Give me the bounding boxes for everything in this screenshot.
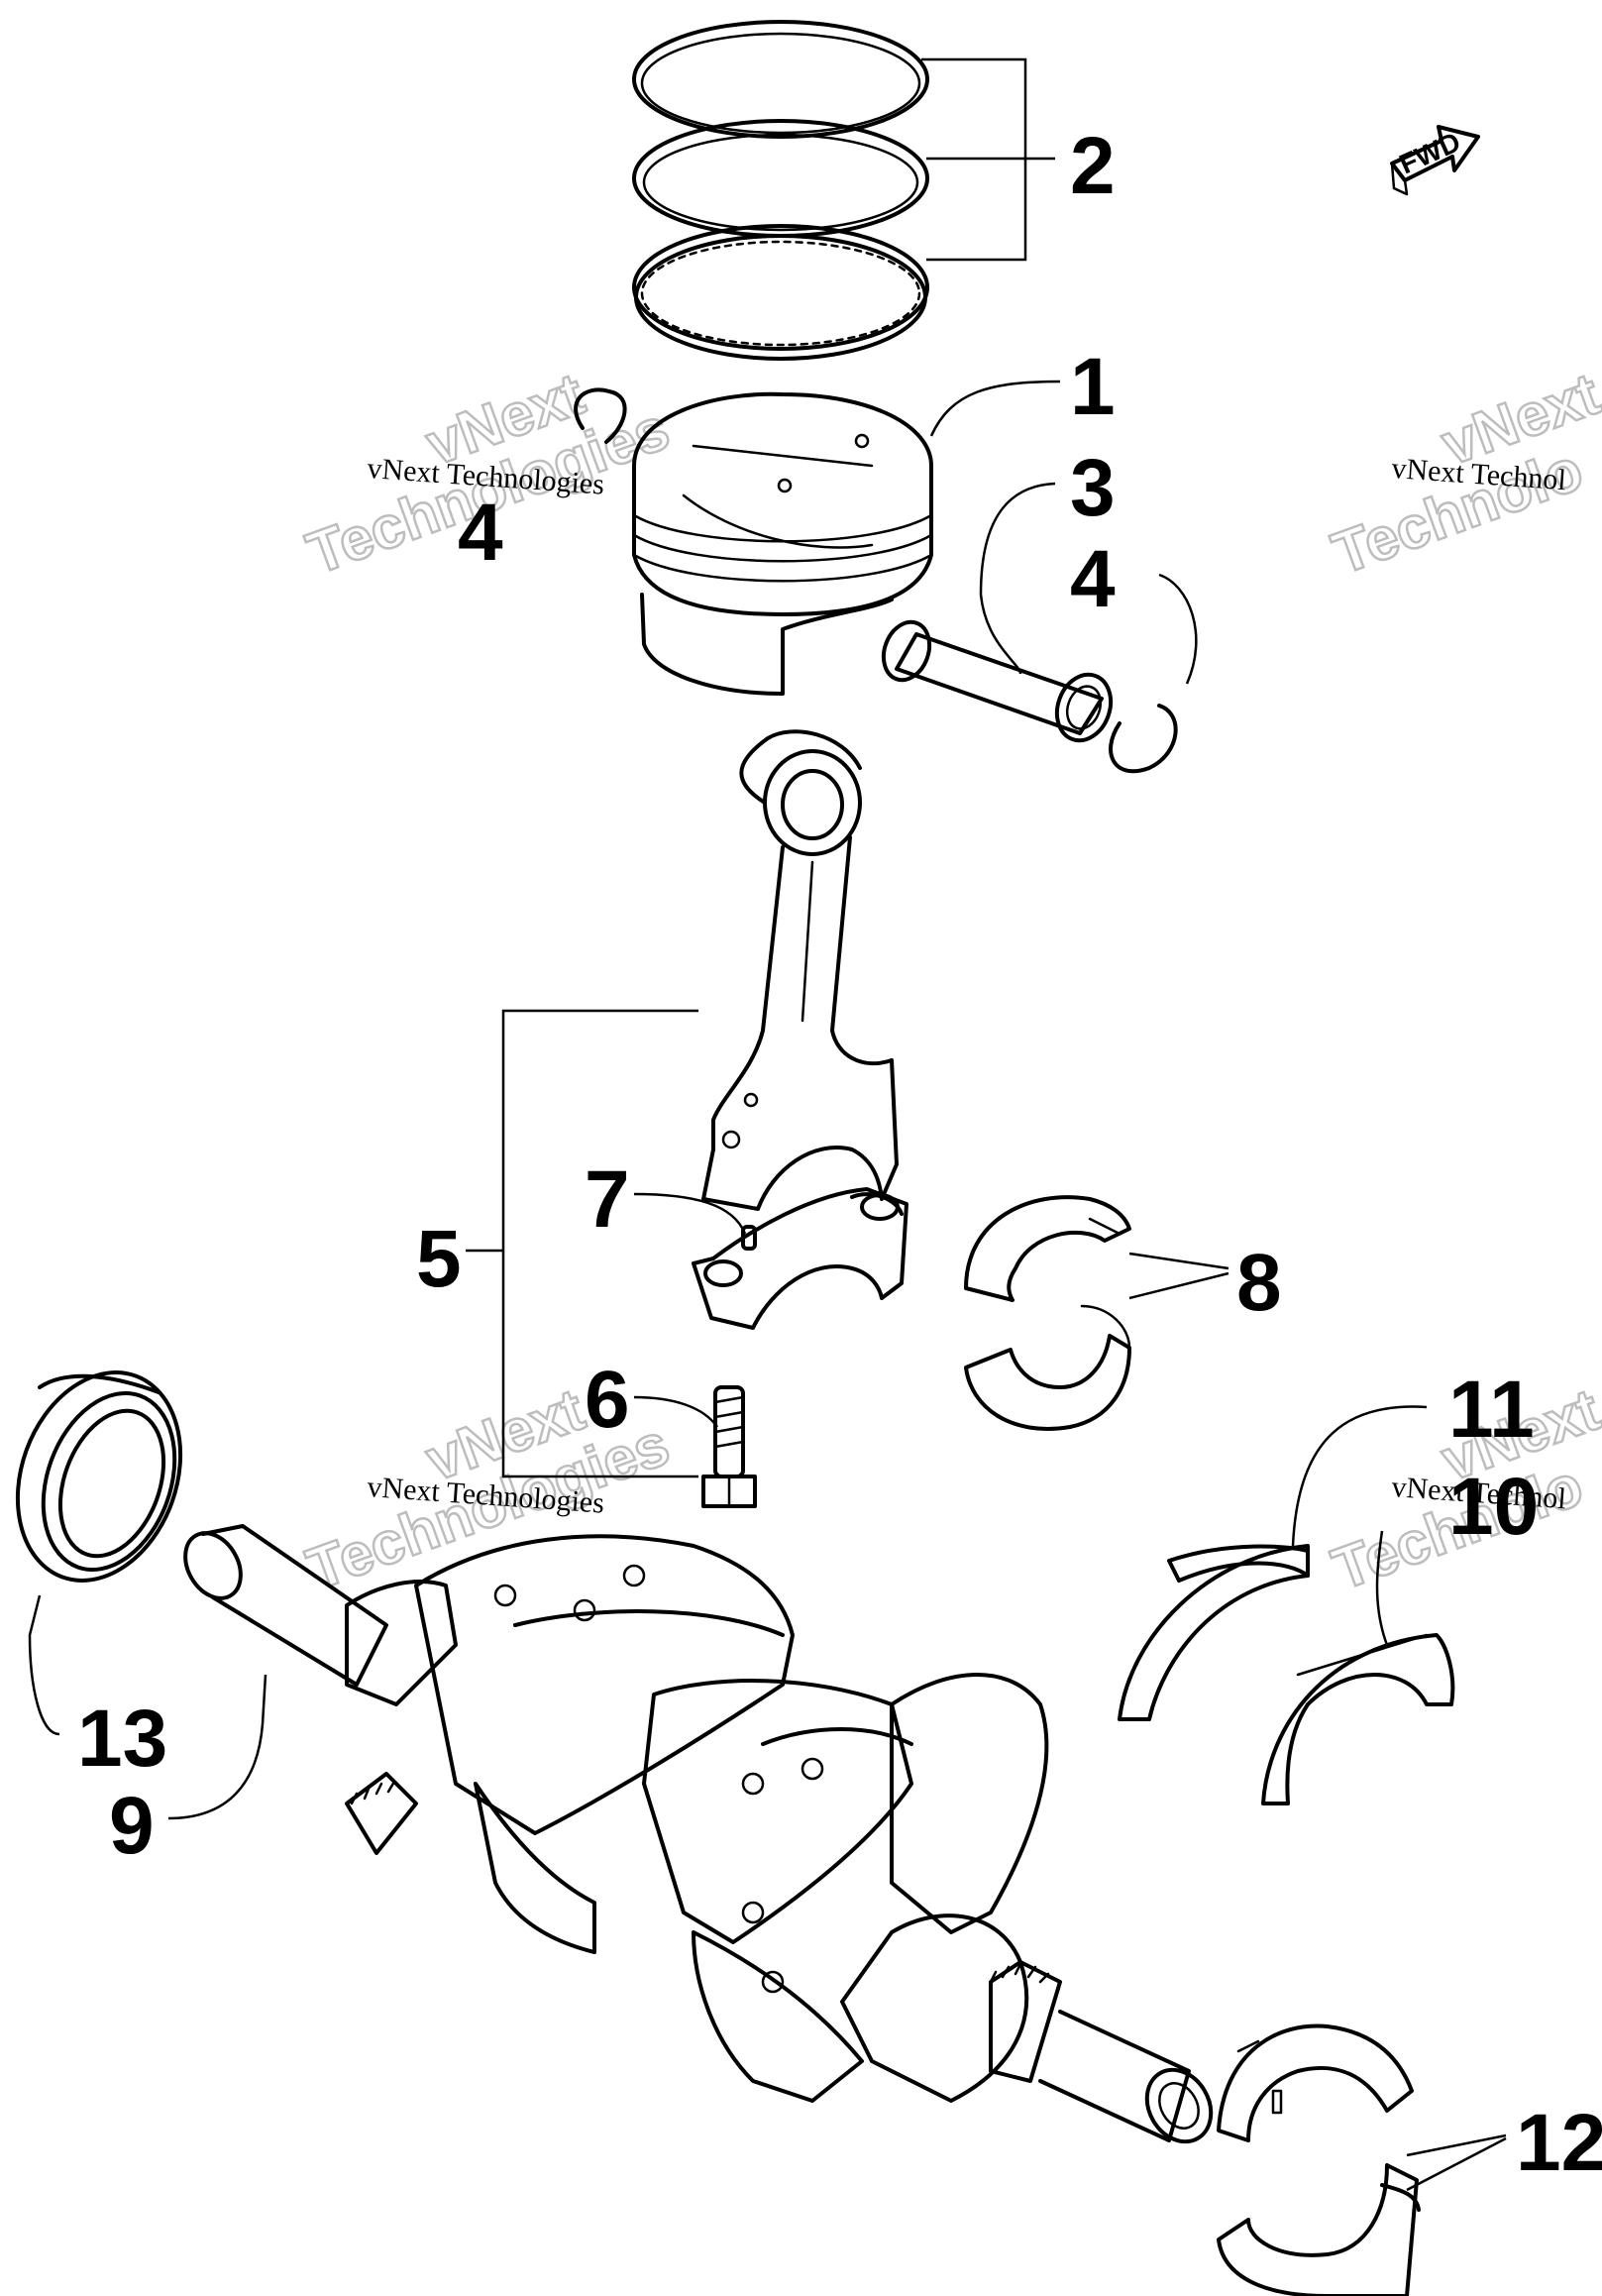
callout-4-right: 4 <box>1070 534 1116 624</box>
connecting-rod <box>701 729 899 1211</box>
callout-labels: 1 2 3 4 4 5 6 7 8 9 10 11 12 13 <box>77 121 1602 2188</box>
thrust-washer-upper <box>1118 1544 1310 1721</box>
callout-8: 8 <box>1236 1238 1282 1328</box>
dowel-pin <box>741 1225 757 1251</box>
main-bearing-upper <box>1217 2023 1414 2142</box>
crankshaft <box>183 1524 1214 2144</box>
con-rod-bolt <box>701 1385 757 1508</box>
piston-pin-clip-left <box>574 387 627 444</box>
connecting-rod-cap <box>692 1187 908 1330</box>
piston-pin <box>881 619 1114 743</box>
callout-1: 1 <box>1070 342 1116 432</box>
oil-seal <box>15 1370 183 1583</box>
callout-12: 12 <box>1516 2098 1602 2188</box>
callout-13: 13 <box>77 1694 167 1784</box>
piston-pin-clip-right <box>1109 704 1178 774</box>
callout-5: 5 <box>416 1214 462 1304</box>
thrust-washer-lower <box>1261 1633 1455 1805</box>
main-bearing-lower <box>1217 2163 1421 2296</box>
fwd-arrow-icon: FWD <box>1390 125 1480 196</box>
callout-9: 9 <box>109 1781 155 1871</box>
piston-rings <box>632 20 929 361</box>
callout-7: 7 <box>585 1154 630 1245</box>
con-rod-bearing-upper <box>964 1195 1131 1302</box>
callout-11: 11 <box>1448 1365 1535 1455</box>
leader-lines <box>28 57 1507 2192</box>
con-rod-bearing-lower <box>964 1304 1131 1431</box>
callout-2: 2 <box>1070 121 1116 211</box>
callout-4-left: 4 <box>458 488 503 578</box>
callout-3: 3 <box>1070 443 1116 533</box>
piston <box>632 391 933 696</box>
callout-6: 6 <box>585 1355 630 1445</box>
callout-10: 10 <box>1448 1462 1539 1552</box>
